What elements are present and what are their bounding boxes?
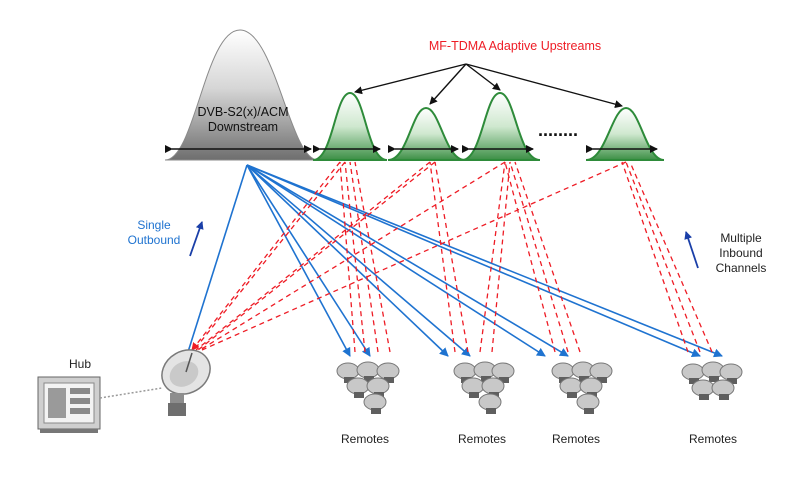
multiple-inbound-line3: Channels [715, 261, 767, 275]
hub-cable [99, 387, 163, 399]
downstream-label-line1: DVB-S2(x)/ACM [197, 105, 289, 119]
multiple-inbound-arrow [684, 231, 699, 269]
upstream-carrier-2 [387, 106, 466, 161]
single-outbound-line1: Single [137, 218, 171, 232]
hub-label: Hub [68, 357, 91, 371]
upstream-rays [191, 161, 713, 353]
downstream-rays [187, 164, 723, 358]
remotes-label-1: Remotes [340, 432, 390, 446]
downstream-bell-shape [164, 29, 319, 161]
remotes-label-4: Remotes [688, 432, 738, 446]
downstream-label-line2: Downstream [207, 120, 279, 134]
multiple-inbound-line2: Inbound [719, 246, 763, 260]
multiple-inbound-line1: Multiple [720, 231, 762, 245]
carrier-ellipsis: ........ [538, 120, 578, 140]
downstream-carrier [164, 29, 319, 161]
upstream-carrier-3 [461, 91, 541, 161]
downstream-label: DVB-S2(x)/ACM Downstream [168, 105, 318, 135]
single-outbound-arrow [189, 221, 204, 257]
upstreams-title: MF-TDMA Adaptive Upstreams [428, 39, 602, 53]
remotes-label-3: Remotes [551, 432, 601, 446]
single-outbound-line2: Outbound [127, 233, 181, 247]
remote-cluster-1 [336, 361, 400, 414]
remotes-label-2: Remotes [457, 432, 507, 446]
multiple-inbound-label: Multiple Inbound Channels [706, 231, 776, 276]
upstream-carrier-1 [312, 91, 388, 161]
remote-cluster-2 [453, 361, 515, 414]
upstream-carrier-4 [585, 106, 665, 161]
upstream-fan-arrows [354, 63, 623, 109]
hub-dish-icon [161, 349, 211, 416]
remote-cluster-3 [551, 361, 613, 414]
hub-rack-icon [37, 376, 101, 433]
remote-cluster-4 [681, 361, 743, 400]
single-outbound-label: Single Outbound [114, 218, 194, 248]
upstream-carriers [312, 91, 665, 161]
